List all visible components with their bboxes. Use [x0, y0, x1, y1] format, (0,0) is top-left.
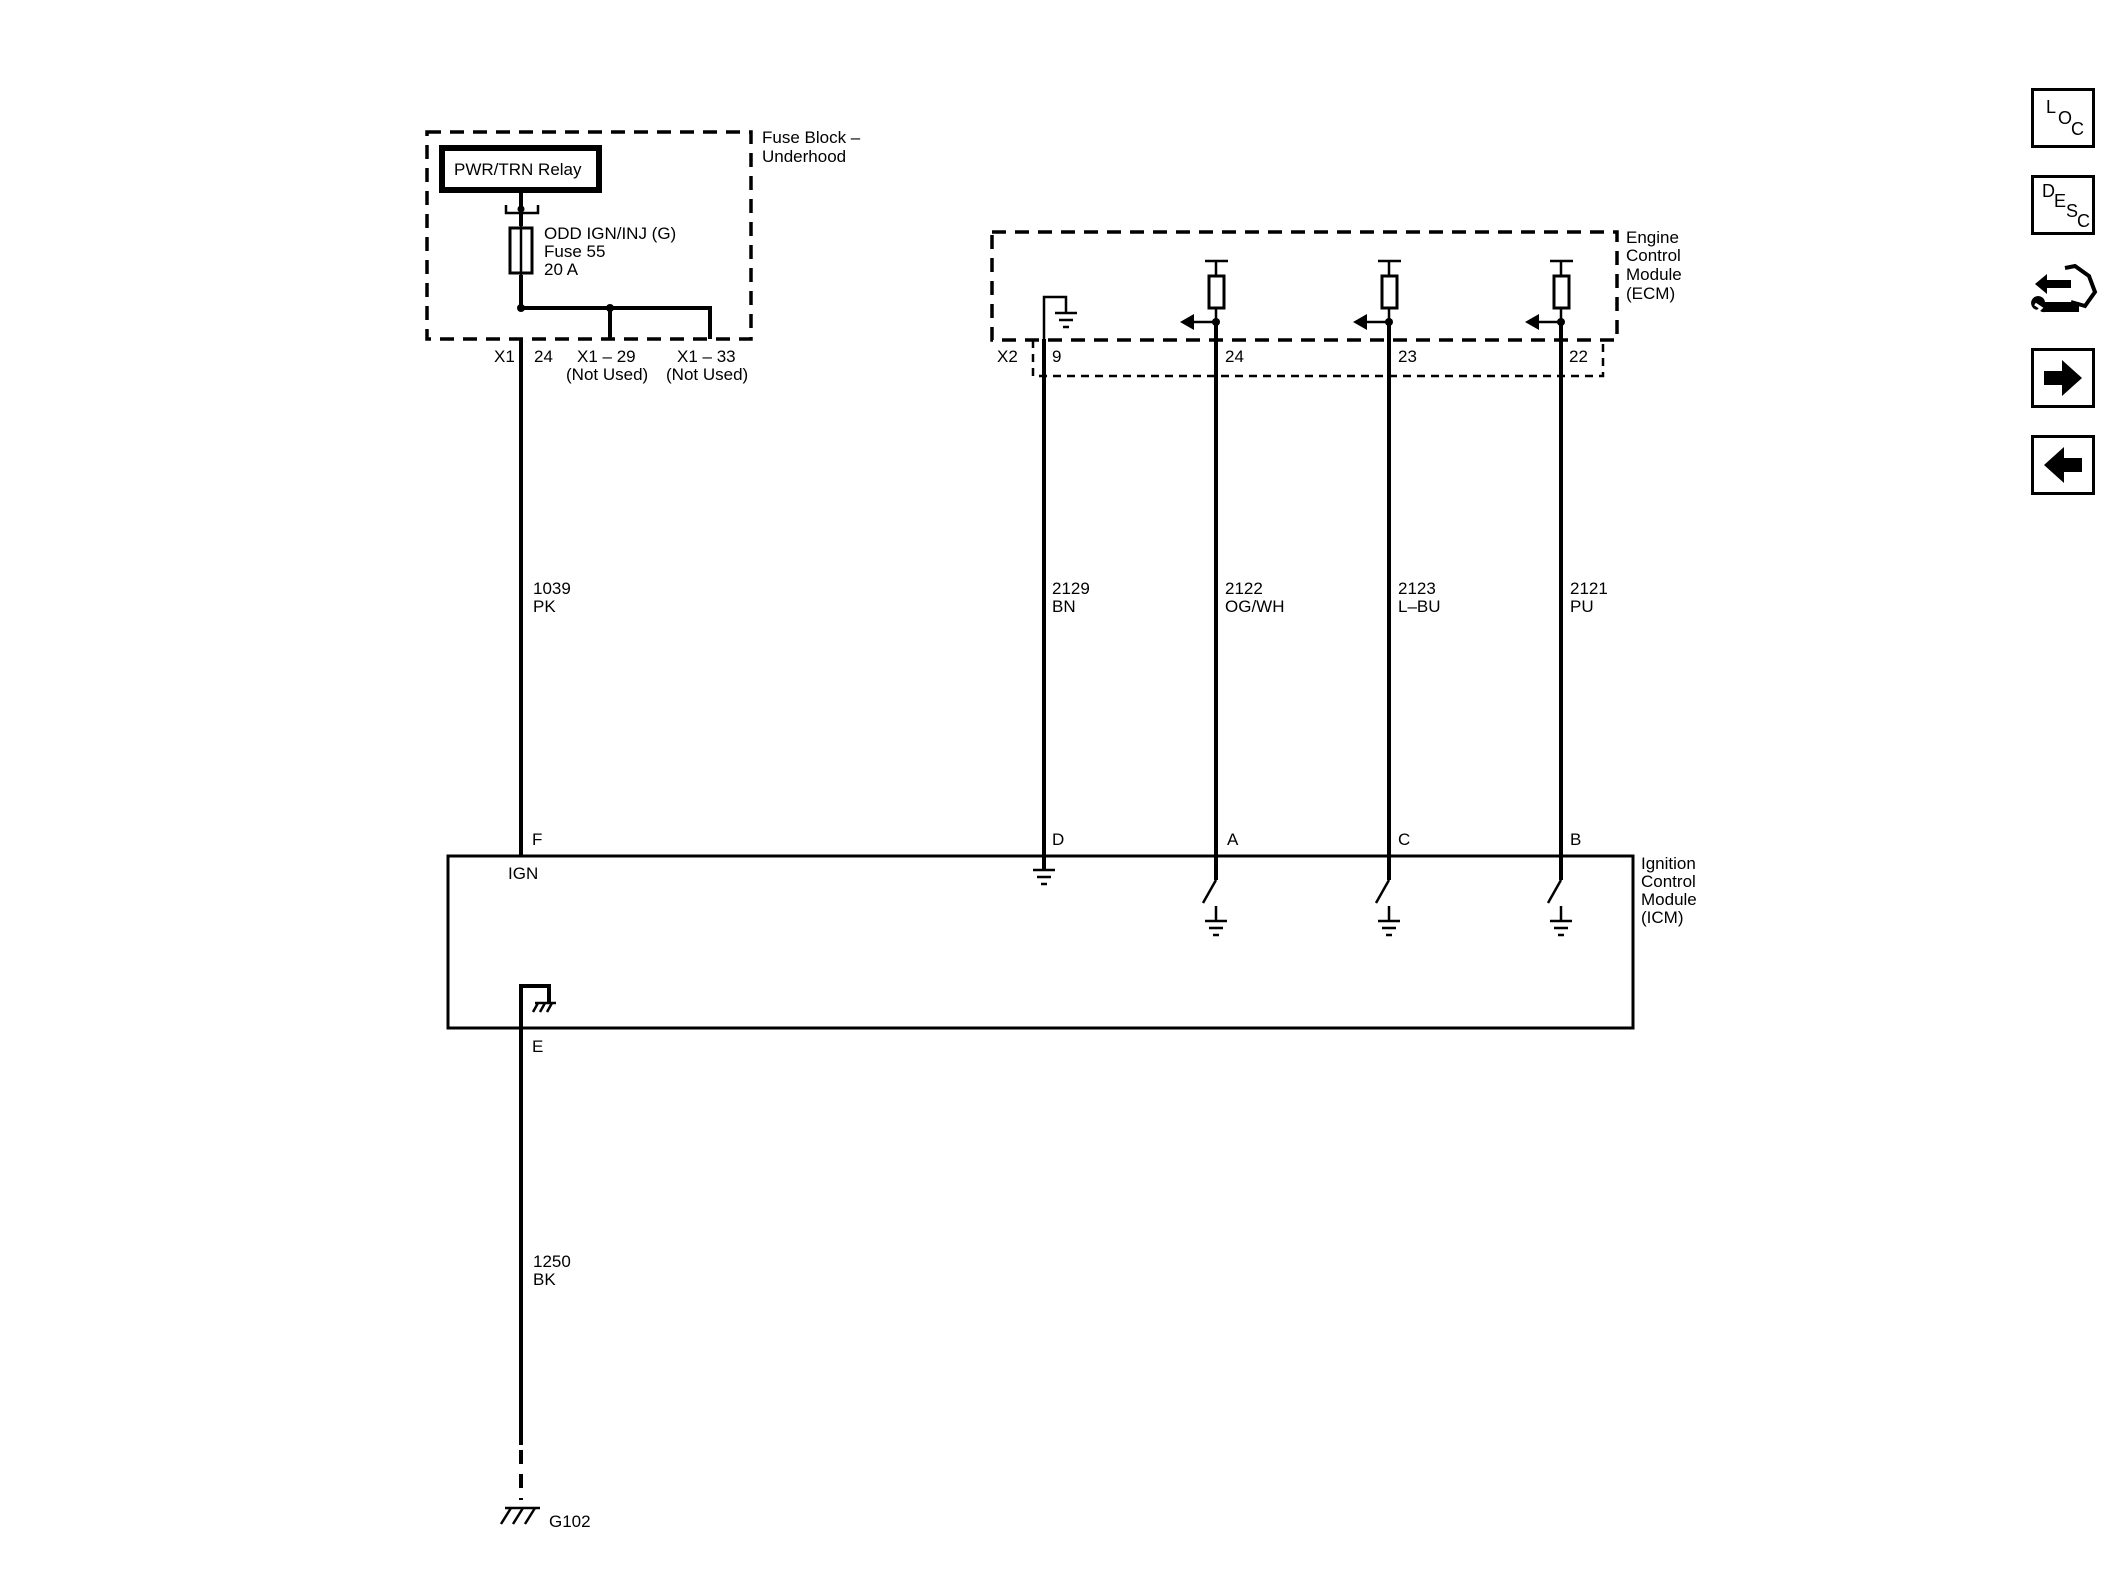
wire-2129-color: BN: [1052, 597, 1076, 616]
fuse-block-connector-x1: X1: [494, 347, 515, 366]
icm-title-1: Ignition: [1641, 854, 1696, 873]
ecm-title-2: Control: [1626, 246, 1681, 265]
ecm-driver-24: [1180, 259, 1228, 330]
fuse-block-title-1: Fuse Block –: [762, 128, 861, 147]
icm-title-3: Module: [1641, 890, 1697, 909]
ecm-outline: [990, 230, 1619, 342]
wire-2122: 2122 OG/WH: [1214, 322, 1285, 856]
ecm-pin-24: 24: [1225, 347, 1244, 366]
ecm-driver-23: [1353, 259, 1401, 330]
wire-1250-circuit: 1250: [533, 1252, 571, 1271]
wire-2122-color: OG/WH: [1225, 597, 1285, 616]
location-button[interactable]: L O C: [2031, 88, 2095, 148]
loc-letter-o: O: [2058, 108, 2073, 128]
engine-control-module: Engine Control Module (ECM): [990, 228, 1682, 378]
fuse-block-pin-24: 24: [534, 347, 553, 366]
ecm-driver-22: [1525, 259, 1573, 330]
wire-2129-circuit: 2129: [1052, 579, 1090, 598]
ground-g102: G102: [499, 1506, 591, 1531]
icm-ground-d-symbol: [1033, 856, 1055, 886]
previous-button[interactable]: [2031, 435, 2095, 495]
desc-letter-e: E: [2054, 191, 2067, 211]
ecm-ground-symbol: [1042, 295, 1077, 339]
wire-1039-color: PK: [533, 597, 556, 616]
desc-letter-c: C: [2077, 211, 2090, 231]
wire-2123-circuit: 2123: [1398, 579, 1436, 598]
icm-case-ground-symbol: [519, 984, 556, 1028]
icm-switch-a-symbol: [1201, 856, 1227, 937]
wire-2122-circuit: 2122: [1225, 579, 1263, 598]
icm-pin-d: D: [1052, 830, 1064, 849]
wire-2121-color: PU: [1570, 597, 1594, 616]
ground-g102-label: G102: [549, 1512, 591, 1531]
fuse-block-outline: [425, 130, 753, 341]
icm-pin-f: F: [532, 830, 542, 849]
icm-pin-a: A: [1227, 830, 1239, 849]
icm-pin-c: C: [1398, 830, 1410, 849]
wire-1250-color: BK: [533, 1270, 556, 1289]
description-button[interactable]: D E S C: [2031, 175, 2095, 235]
wire-2121: 2121 PU: [1559, 322, 1608, 856]
ecm-pin-22: 22: [1569, 347, 1588, 366]
ecm-pin-9: 9: [1052, 347, 1061, 366]
wire-2129: 2129 BN: [1042, 339, 1090, 856]
icm-outline: [446, 854, 1635, 1030]
icm-switch-b-symbol: [1546, 856, 1572, 937]
loc-letter-c: C: [2071, 119, 2084, 139]
arrow-left-icon: [2044, 447, 2082, 483]
icm-pin-e: E: [532, 1037, 543, 1056]
ecm-title-4: (ECM): [1626, 284, 1675, 303]
pin-x1-29-not-used: (Not Used): [566, 365, 648, 384]
wire-2123-color: L–BU: [1398, 597, 1441, 616]
next-button[interactable]: [2031, 348, 2095, 408]
fuse-label-3: 20 A: [544, 260, 579, 279]
wire-1039: 1039 PK: [519, 339, 571, 856]
icm-ign-label: IGN: [508, 864, 538, 883]
ecm-connector-x2: X2: [997, 347, 1018, 366]
icm-title-2: Control: [1641, 872, 1696, 891]
loc-letter-l: L: [2046, 97, 2057, 117]
desc-letter-s: S: [2066, 201, 2079, 221]
desc-letter-d: D: [2042, 181, 2055, 201]
wire-1250: 1250 BK: [519, 985, 571, 1500]
wire-2123: 2123 L–BU: [1387, 322, 1441, 856]
fuse-block-title-2: Underhood: [762, 147, 846, 166]
wire-1039-circuit: 1039: [533, 579, 571, 598]
ecm-pin-23: 23: [1398, 347, 1417, 366]
icm-switch-c-symbol: [1374, 856, 1400, 937]
fuse-label-2: Fuse 55: [544, 242, 605, 261]
fuse-55-symbol: [508, 226, 534, 275]
icm-title-4: (ICM): [1641, 908, 1683, 927]
pin-x1-29: X1 – 29: [577, 347, 636, 366]
wire-2121-circuit: 2121: [1570, 579, 1608, 598]
connector-repair-icon[interactable]: [2031, 262, 2099, 328]
ecm-title-3: Module: [1626, 265, 1682, 284]
icm-pin-b: B: [1570, 830, 1581, 849]
ecm-title-1: Engine: [1626, 228, 1679, 247]
ecm-connector-x2-outline: [1031, 340, 1605, 378]
fuse-block-underhood: Fuse Block – Underhood PWR/TRN Relay ODD…: [425, 128, 861, 384]
pwr-trn-relay-label: PWR/TRN Relay: [454, 160, 582, 179]
pin-x1-33-not-used: (Not Used): [666, 365, 748, 384]
ignition-control-module: Ignition Control Module (ICM) F D A C B …: [446, 830, 1697, 1056]
arrow-right-icon: [2044, 360, 2082, 396]
fuse-label-1: ODD IGN/INJ (G): [544, 224, 676, 243]
pin-x1-33: X1 – 33: [677, 347, 736, 366]
